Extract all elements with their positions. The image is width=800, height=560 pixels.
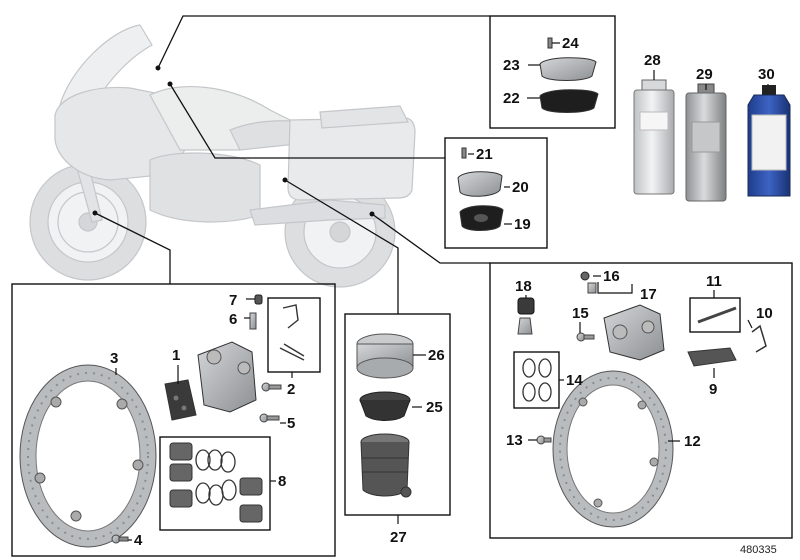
bleed-cap	[254, 294, 263, 305]
pad-retainer-spring	[279, 304, 305, 361]
brake-fluid-can	[685, 83, 727, 202]
rear-brake-caliper	[603, 304, 665, 361]
front-reservoir-gasket	[539, 89, 599, 113]
callout-23: 23	[503, 57, 520, 74]
rear-reservoir-cover	[457, 171, 503, 197]
callout-9: 9	[709, 381, 717, 398]
rear-bleed-valve	[517, 317, 533, 335]
reservoir-cap	[356, 333, 414, 379]
front-brake-box	[11, 283, 336, 557]
motorcycle-illustration	[29, 24, 416, 288]
rear-brake-pads	[687, 347, 737, 367]
callout-22: 22	[503, 90, 520, 107]
reservoir-diaphragm	[359, 391, 411, 421]
reference-number: 480335	[740, 544, 777, 556]
callout-17: 17	[640, 286, 657, 303]
spray-can	[633, 79, 675, 195]
front-brake-pad	[164, 379, 197, 421]
rear-reservoir-screw	[461, 147, 467, 159]
callout-18: 18	[515, 278, 532, 295]
rear-reservoir-gasket	[459, 205, 504, 231]
callout-11: 11	[706, 273, 722, 290]
bleed-valve	[249, 312, 257, 330]
callout-16: 16	[603, 268, 620, 285]
fluid-reservoir	[360, 433, 412, 498]
rear-brake-box	[489, 262, 793, 539]
rear-brake-disc	[552, 370, 674, 528]
caliper-bolt-upper	[261, 382, 282, 392]
callout-5: 5	[287, 415, 295, 432]
callout-24: 24	[562, 35, 579, 52]
caliper-piston-kit	[169, 442, 263, 523]
callout-29: 29	[696, 66, 713, 83]
rear-caliper-bolt	[576, 332, 595, 342]
brake-fluid-bottle	[747, 85, 791, 197]
callout-6: 6	[229, 311, 237, 328]
callout-14: 14	[566, 372, 583, 389]
caliper-repair-kit-box	[159, 436, 271, 531]
front-reservoir-screw	[547, 37, 553, 49]
callout-13: 13	[506, 432, 523, 449]
callout-28: 28	[644, 52, 661, 69]
callout-21: 21	[476, 146, 493, 163]
rear-seal-rings	[522, 358, 552, 402]
front-reservoir-box	[489, 15, 616, 129]
callout-30: 30	[758, 66, 775, 83]
rear-small-parts-box	[689, 297, 741, 333]
leader-lines	[92, 15, 490, 314]
rear-reservoir-box	[444, 137, 548, 249]
callout-lines	[115, 42, 769, 541]
callout-labels: 1 2 3 4 5 6 7 8 9 10 11 12 13 14 15 16 1…	[110, 35, 775, 549]
callout-8: 8	[278, 473, 286, 490]
callout-12: 12	[684, 433, 701, 450]
front-brake-caliper	[197, 341, 257, 413]
caliper-bolt-lower	[259, 413, 280, 423]
callout-26: 26	[428, 347, 445, 364]
rear-bleed-cap	[517, 297, 535, 315]
callout-19: 19	[514, 216, 531, 233]
rear-disc-screw	[536, 435, 552, 445]
callout-20: 20	[512, 179, 529, 196]
callout-10: 10	[756, 305, 773, 322]
front-brake-disc	[19, 364, 157, 548]
callout-27: 27	[390, 529, 407, 546]
callout-3: 3	[110, 350, 118, 367]
rear-bleed-screw	[580, 271, 597, 294]
small-parts-2-box	[267, 297, 321, 373]
disc-screw	[111, 534, 129, 544]
rear-pad-pin	[697, 306, 737, 324]
callout-15: 15	[572, 305, 589, 322]
callout-4: 4	[134, 532, 143, 549]
callout-1: 1	[172, 347, 180, 364]
callout-7: 7	[229, 292, 237, 309]
rear-pad-spring	[751, 324, 767, 353]
callout-25: 25	[426, 399, 443, 416]
front-reservoir-cover	[539, 57, 597, 81]
callout-2: 2	[287, 381, 295, 398]
rear-seal-kit-box	[513, 351, 560, 409]
